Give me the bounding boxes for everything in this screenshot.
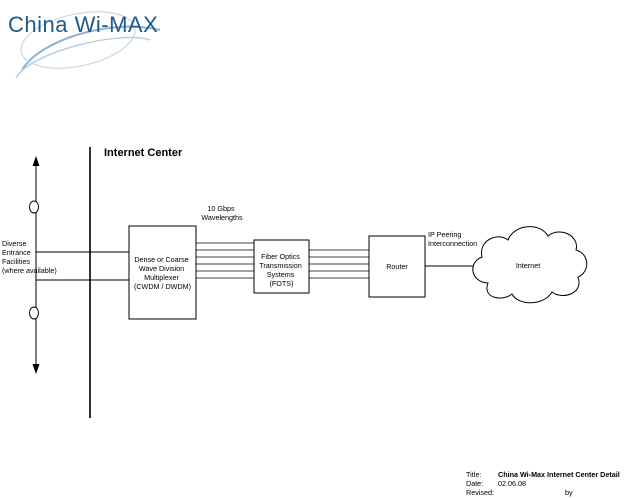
entrance-label-line: Diverse: [2, 239, 26, 248]
entrance-label-line: Entrance: [2, 248, 31, 257]
router-box: [368, 235, 426, 298]
fots-label-line: Fiber Optics: [261, 252, 300, 261]
logo-text-i: i: [95, 12, 102, 37]
router-label: Router: [386, 262, 408, 271]
wavelength-label: 10 Gbps Wavelengths: [201, 204, 243, 222]
wavelength-lines-right: [309, 249, 369, 279]
mux-label-line: Multiplexer: [144, 273, 179, 282]
peering-label: IP Peering Interconnection: [428, 230, 477, 248]
date-label: Date:: [466, 479, 484, 488]
internet-label: Internet: [516, 261, 540, 270]
logo-text-right: -MAX: [101, 12, 159, 37]
entrance-label-line: (where available): [2, 266, 57, 275]
logo-swoosh: [15, 11, 161, 79]
peering-label-line: Interconnection: [428, 239, 477, 248]
section-title: Internet Center: [104, 147, 183, 159]
fots-label: Fiber Optics Transmission Systems (FOTS): [259, 252, 303, 288]
company-logo: China Wi-MAX: [0, 0, 170, 85]
date-value: 02.06.08: [498, 479, 526, 488]
fots-label-line: (FOTS): [270, 279, 294, 288]
logo-text: China Wi-MAX: [8, 12, 158, 38]
mux-label: Dense or Coarse Wave Division Multiplexe…: [134, 255, 191, 291]
internet-cloud-icon: [472, 226, 588, 304]
arrow-down-icon: [32, 364, 40, 374]
fots-label-line: Systems: [267, 270, 295, 279]
arrow-up-icon: [32, 156, 40, 166]
fots-box: [253, 239, 310, 294]
title-label: Title:: [466, 470, 482, 479]
mux-label-line: Dense or Coarse: [134, 255, 188, 264]
title-value: China Wi-Max Internet Center Detail: [498, 470, 620, 479]
mux-box: [128, 225, 197, 320]
entrance-label: Diverse Entrance Facilities (where avail…: [2, 239, 57, 275]
manhole-top-icon: [29, 200, 39, 214]
wavelength-label-line: Wavelengths: [201, 213, 243, 222]
logo-text-left: China W: [8, 12, 96, 37]
entrance-label-line: Facilities: [2, 257, 30, 266]
fots-label-line: Transmission: [259, 261, 301, 270]
by-label: by: [565, 488, 573, 497]
manhole-bottom-icon: [29, 306, 39, 320]
revised-label: Revised:: [466, 488, 494, 497]
title-block: Title: China Wi-Max Internet Center Deta…: [466, 470, 624, 498]
mux-label-line: Wave Division: [139, 264, 184, 273]
mux-label-line: (CWDM / DWDM): [134, 282, 191, 291]
wavelength-label-line: 10 Gbps: [207, 204, 235, 213]
peering-label-line: IP Peering: [428, 230, 461, 239]
wavelength-lines-left: [196, 242, 254, 279]
